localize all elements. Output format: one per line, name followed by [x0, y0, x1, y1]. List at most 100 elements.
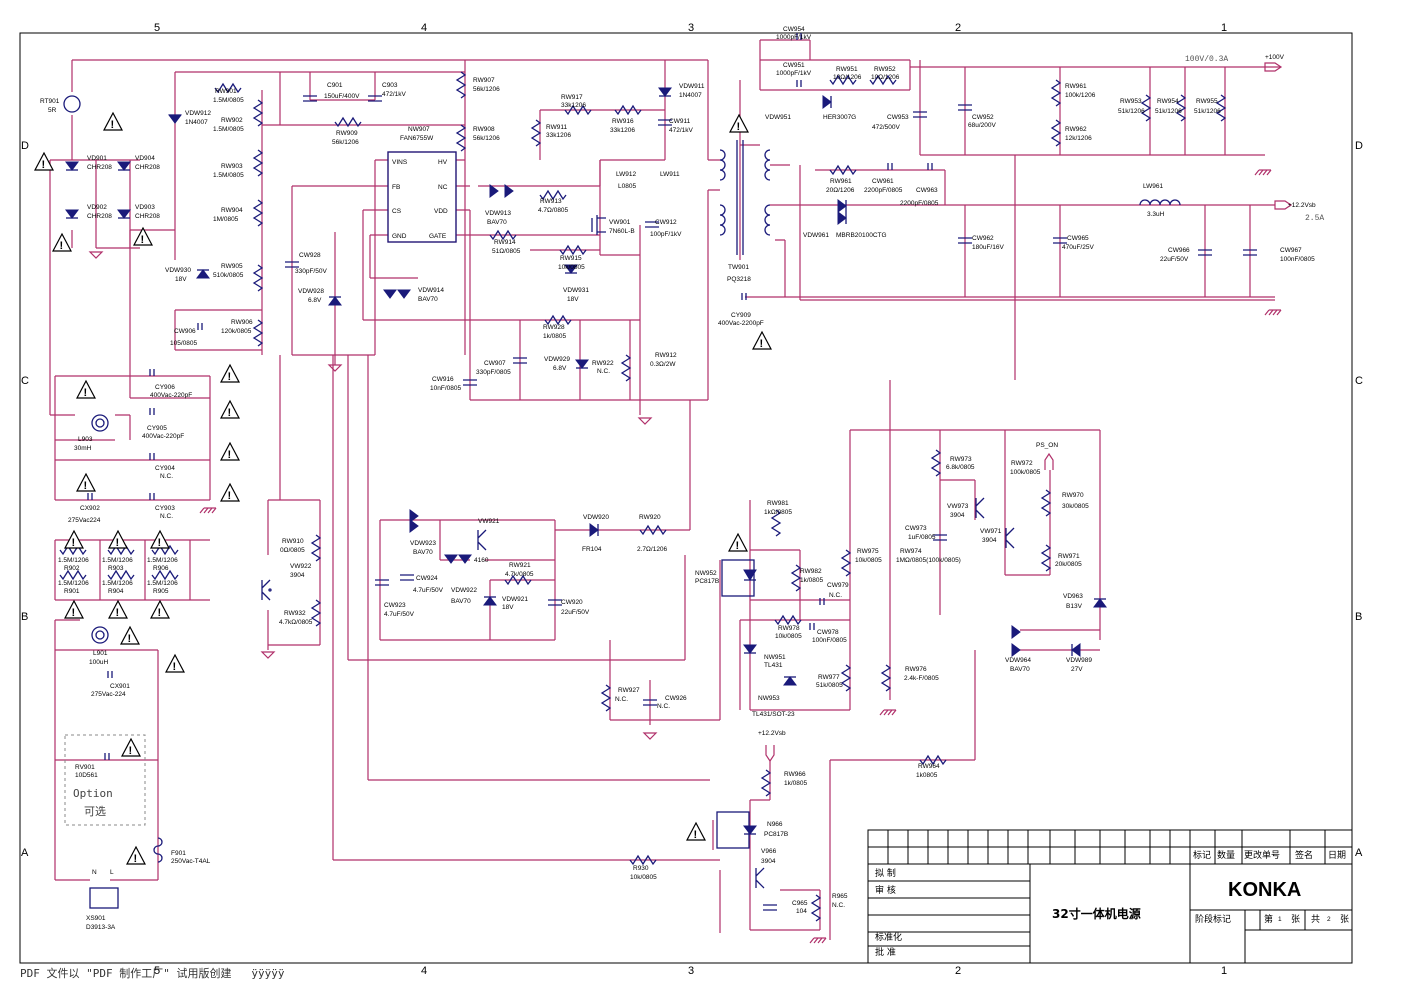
- cx902-label: CX902: [80, 505, 100, 512]
- vdw930-v-label: 18V: [175, 276, 187, 283]
- rw912-v-label: 0.3Ω/2W: [650, 361, 676, 368]
- mosfet-symbol: [591, 215, 606, 235]
- rw907-v-label: 56k/1206: [473, 86, 500, 93]
- rw901-label: RW901: [215, 88, 237, 95]
- hdr-date: 日期: [1328, 850, 1346, 861]
- vd901-label: VD901: [87, 155, 107, 162]
- vsb-label: +12.2Vsb: [758, 730, 786, 737]
- r-val-label: 1.5M/1206: [58, 580, 89, 587]
- rw922-v-label: N.C.: [597, 368, 610, 375]
- rw914-v-label: 51Ω/0805: [492, 248, 521, 255]
- transistor-symbols: [261, 497, 1015, 889]
- cw967-v-label: 100nF/0805: [1280, 256, 1315, 263]
- nw951-v-label: TL431: [764, 662, 783, 669]
- rw981-label: RW981: [767, 500, 789, 507]
- cw963-label: CW963: [916, 187, 938, 194]
- vdw931-label: VDW931: [563, 287, 589, 294]
- cw907-v-label: 330pF/0805: [476, 369, 511, 376]
- vdw914-v-label: BAV70: [418, 296, 438, 303]
- lw912-v-label: L0805: [618, 183, 636, 190]
- warning-icon: [76, 380, 96, 400]
- cw979-label: CW979: [827, 582, 849, 589]
- cw962-v-label: 180uF/16V: [972, 244, 1004, 251]
- vd904-label: VD904: [135, 155, 155, 162]
- row-check: 审 核: [875, 884, 896, 896]
- f901-symbol: [153, 837, 163, 863]
- cw926-label: CW926: [665, 695, 687, 702]
- warning-icon: [752, 331, 772, 351]
- vd902-v-label: CHR208: [87, 213, 112, 220]
- grid-col-2: 2: [955, 22, 961, 34]
- lw961-label: LW961: [1143, 183, 1163, 190]
- cw912-label: CW912: [655, 219, 677, 226]
- vdw912-v-label: 1N4007: [185, 119, 208, 126]
- pin-fb-label: FB: [392, 184, 400, 191]
- hdr-qty: 数量: [1217, 849, 1235, 861]
- vd903-v-label: CHR208: [135, 213, 160, 220]
- rw961-label: RW961: [830, 178, 852, 185]
- row-approve: 批 准: [875, 946, 896, 958]
- cw961-label: CW961: [872, 178, 894, 185]
- vdw964-v-label: BAV70: [1010, 666, 1030, 673]
- warning-icon: [728, 533, 748, 553]
- c903-label: C903: [382, 82, 398, 89]
- rw905-v-label: 510k/0805: [213, 272, 244, 279]
- grid-row-d-right: D: [1355, 140, 1363, 152]
- n-label: N: [92, 869, 97, 876]
- pin-gate-label: GATE: [429, 233, 447, 240]
- r903-label: R903: [108, 565, 124, 572]
- transformer-symbol: [719, 140, 1181, 255]
- pin-cs-label: CS: [392, 208, 402, 215]
- nw952-label: NW952: [695, 570, 717, 577]
- grid-row-a: A: [21, 847, 29, 859]
- rw909-v-label: 56k/1206: [332, 139, 359, 146]
- vdw931-v-label: 18V: [567, 296, 579, 303]
- cw973-v-label: 1uF/0805: [908, 534, 936, 541]
- warning-icon: [220, 364, 240, 384]
- vdw989-v-label: 27V: [1071, 666, 1083, 673]
- out-100v-tag: [1264, 62, 1283, 72]
- grid-refs: 5 4 3 2 1 5 4 3 2 1 D C B A D C B A: [21, 22, 1363, 977]
- grid-col-4: 4: [421, 22, 427, 34]
- rw954-v-label: 51k/1206: [1155, 108, 1182, 115]
- vdw922-label: VDW922: [451, 587, 477, 594]
- pin-vins-label: VINS: [392, 159, 408, 166]
- rv901-label: RV901: [75, 764, 95, 771]
- rw954-label: RW954: [1157, 98, 1179, 105]
- cw951-label: CW951: [783, 62, 805, 69]
- rw927-label: RW927: [618, 687, 640, 694]
- rw974-v-label: 1MΩ/0805(100k/0805): [896, 557, 961, 564]
- rw955-label: RW955: [1196, 98, 1218, 105]
- wires: [49, 39, 1280, 940]
- n966-label: N966: [767, 821, 783, 828]
- vdw914-label: VDW914: [418, 287, 444, 294]
- components: [59, 33, 1293, 922]
- v966-v-label: 3904: [761, 858, 776, 865]
- fan6755w-ic: [387, 151, 457, 243]
- rw975-v-label: 10k/0805: [855, 557, 882, 564]
- rw961-top-v-label: 100k/1206: [1065, 92, 1096, 99]
- warning-icon: [108, 600, 128, 620]
- r902-label: R902: [64, 565, 80, 572]
- cw965-label: CW965: [1067, 235, 1089, 242]
- l-label: L: [110, 869, 114, 876]
- vw901-label: VW901: [609, 219, 631, 226]
- rw970-v-label: 30k/0805: [1062, 503, 1089, 510]
- xs901-label: XS901: [86, 915, 106, 922]
- sheet-current: 1: [1278, 916, 1282, 923]
- rw932-label: RW932: [284, 610, 306, 617]
- rw977-v-label: 51k/0805: [816, 682, 843, 689]
- vdw913-v-label: BAV70: [487, 219, 507, 226]
- rw901-v-label: 1.5M/0805: [213, 97, 244, 104]
- grid-col-4-bottom: 4: [421, 965, 427, 977]
- vw973-v-label: 3904: [950, 512, 965, 519]
- rt901-symbol: [63, 95, 81, 113]
- tw901-label: TW901: [728, 264, 749, 271]
- grid-row-c: C: [21, 375, 29, 387]
- cw907-label: CW907: [484, 360, 506, 367]
- cw912-v-label: 100pF/1kV: [650, 231, 682, 238]
- cw952-v-label: 68u/200V: [968, 122, 996, 129]
- lw912-label: LW912: [616, 171, 636, 178]
- c965-v-label: 104: [796, 908, 807, 915]
- cw963-v-label: 2200pF/0805: [900, 200, 939, 207]
